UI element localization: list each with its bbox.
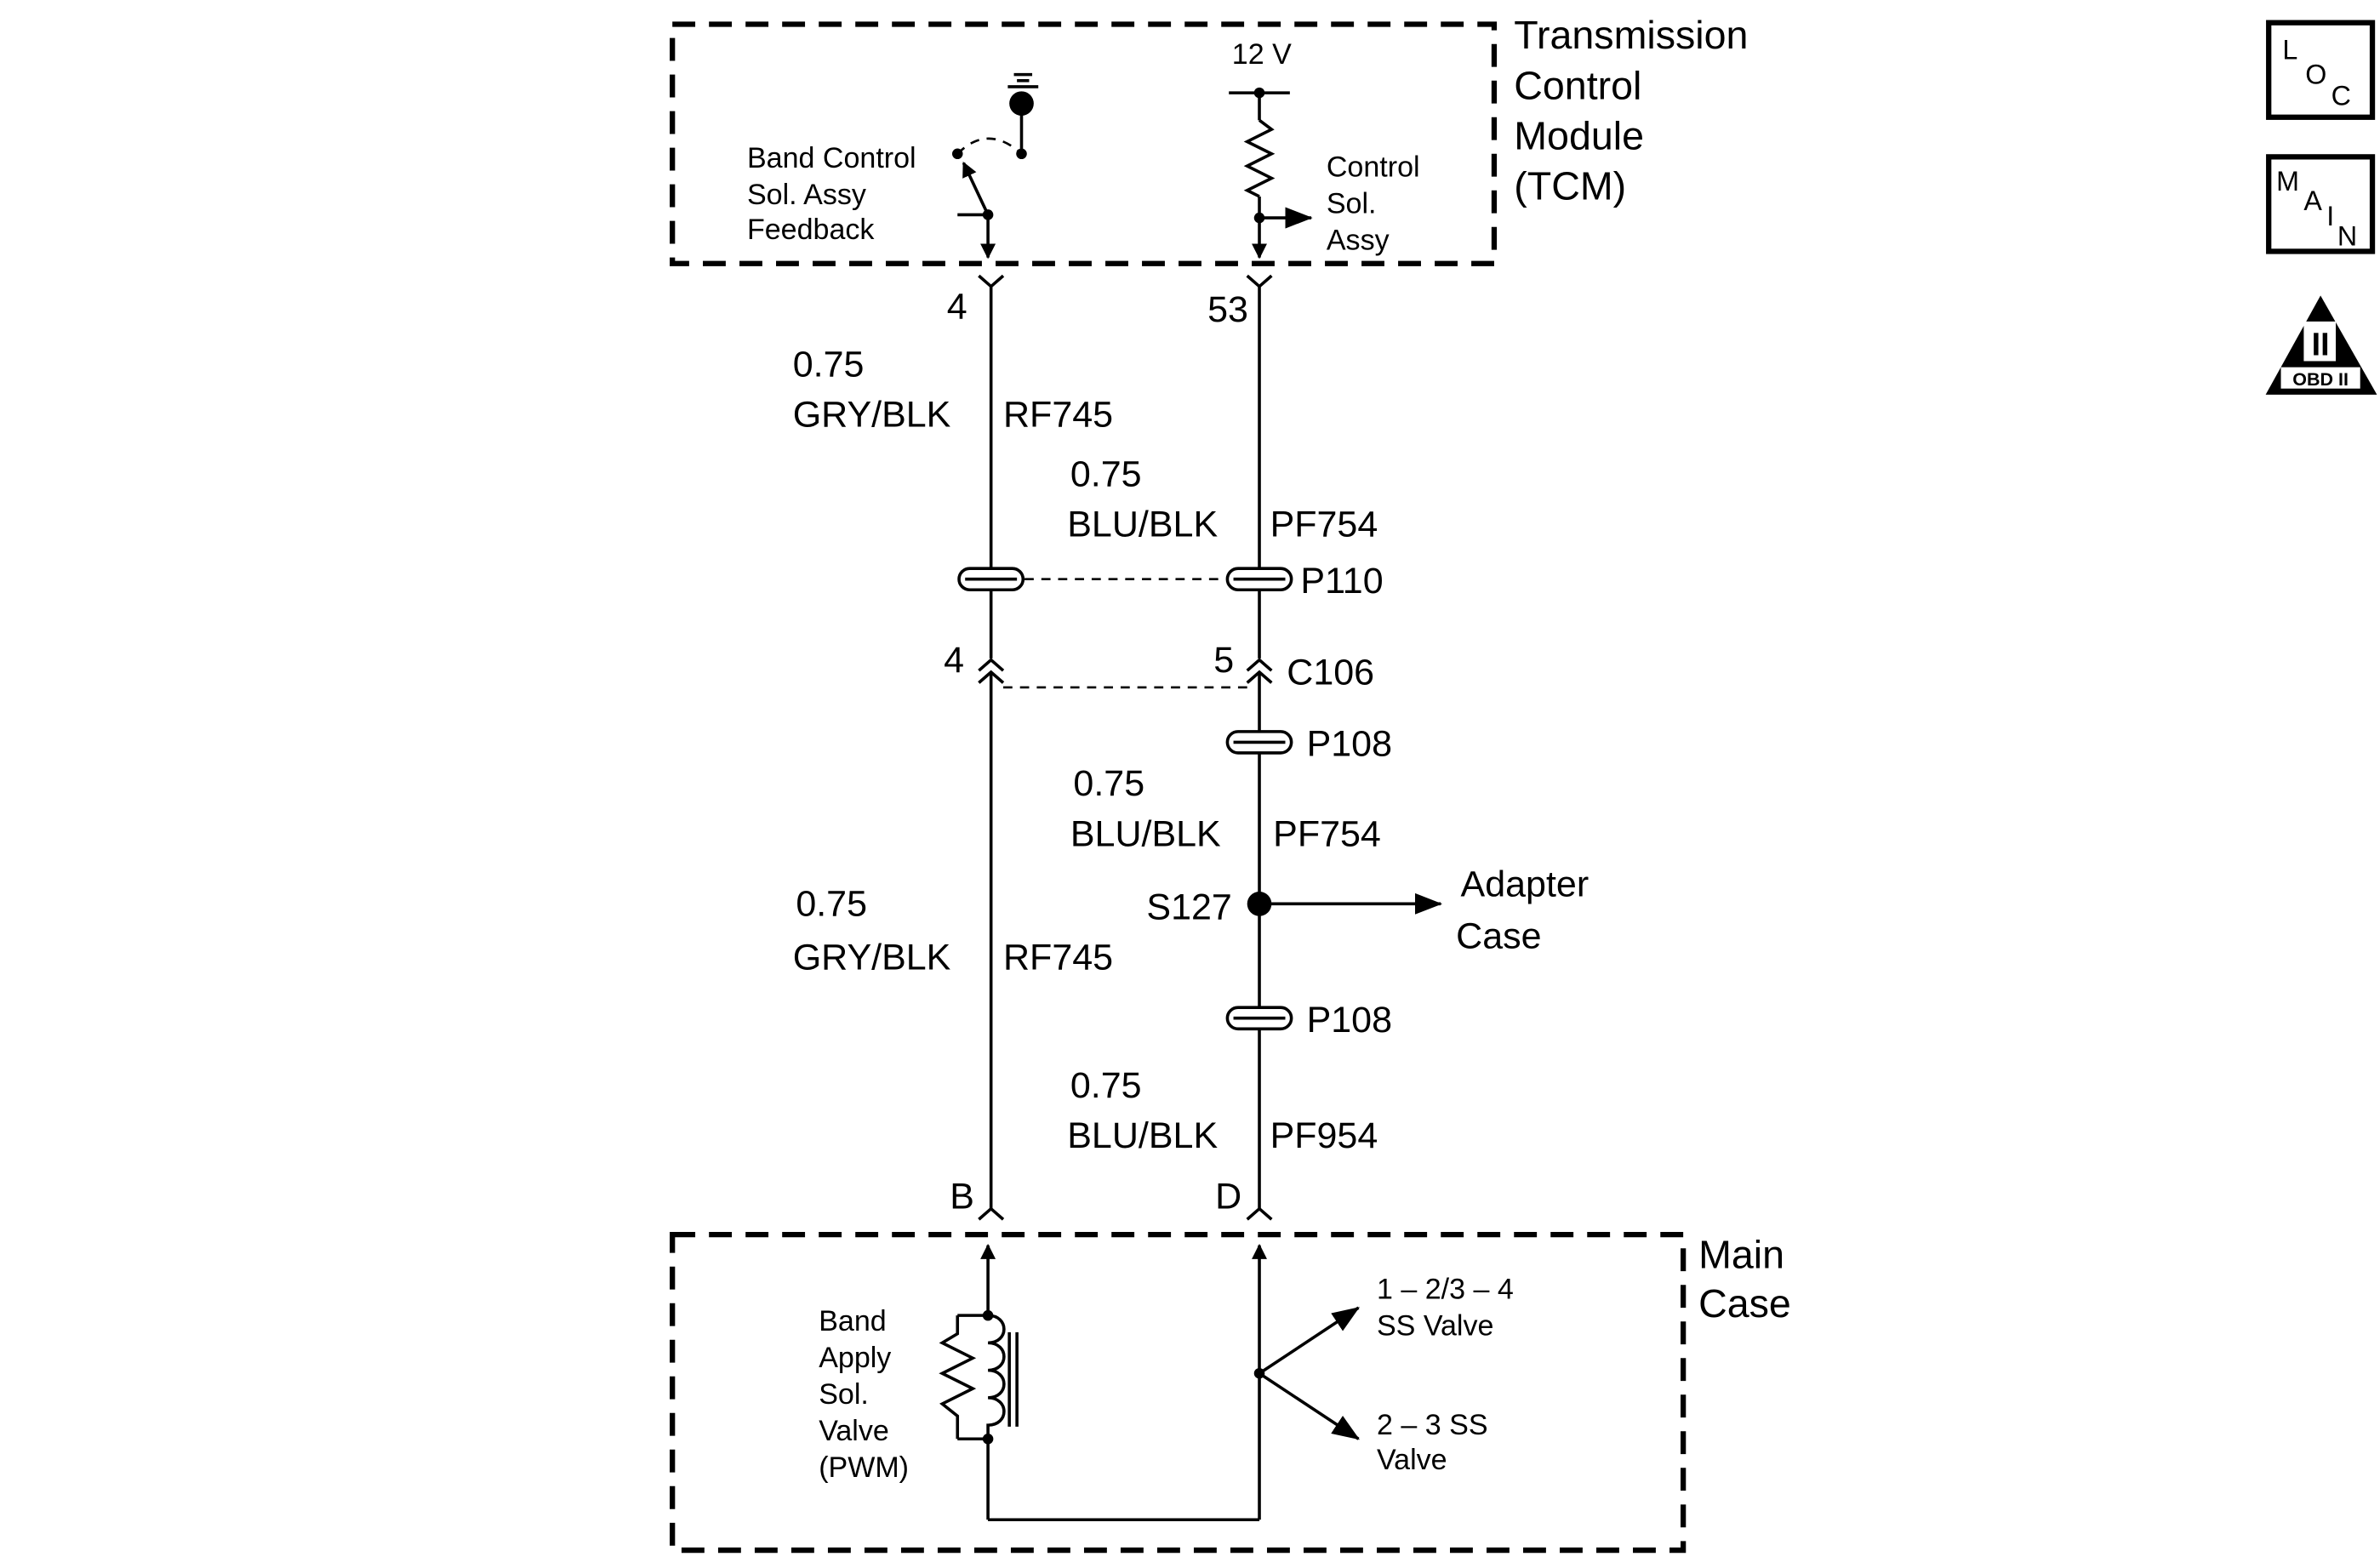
- p108-upper-clip-icon: [1225, 730, 1293, 755]
- p108-lower-connector: P108: [1225, 1000, 1392, 1041]
- p110-label: P110: [1300, 561, 1383, 602]
- p108-lower-clip-icon: [1225, 1006, 1293, 1031]
- p110-connector: P110: [957, 561, 1384, 602]
- tcm-name-line-4: (TCM): [1514, 164, 1626, 208]
- left-lower-color: GRY/BLK: [793, 937, 951, 978]
- obd-mark: II: [2312, 326, 2330, 362]
- switch-link: [956, 137, 1023, 155]
- case-left-pin: B: [950, 1177, 974, 1217]
- case-right-pin: D: [1215, 1177, 1241, 1217]
- right-lower-color: BLU/BLK: [1067, 1115, 1218, 1156]
- p110-left-clip-icon: [957, 567, 1025, 592]
- tcm-left-terminal-icon: [978, 274, 1005, 289]
- valve-1-arrow: [1258, 1306, 1360, 1375]
- splice-label: S127: [1146, 887, 1231, 927]
- band-apply-line-4: Valve: [819, 1415, 889, 1447]
- main-case-module: Main Case Band Apply Sol. Valve (PWM) 1 …: [670, 1232, 1791, 1554]
- obd-ii-icon[interactable]: II OBD II: [2265, 295, 2377, 395]
- obd-text-box: [2280, 367, 2360, 389]
- loc-letter-l: L: [2282, 35, 2297, 66]
- p108-upper-label: P108: [1307, 724, 1392, 765]
- c106-right-pin: 5: [1213, 640, 1234, 681]
- case-left-terminal-icon: [978, 1206, 1005, 1221]
- right-middle-color: BLU/BLK: [1070, 813, 1221, 854]
- valve-2-arrow: [1258, 1371, 1360, 1440]
- tcm-name-line-3: Module: [1514, 113, 1644, 157]
- main-letter-n: N: [2337, 220, 2357, 251]
- p108-upper-connector: P108: [1225, 724, 1392, 765]
- valve-1-line-2: SS Valve: [1377, 1309, 1493, 1342]
- right-circuit: 53 0.75 BLU/BLK PF754 5 0.75 BLU/BLK PF7…: [1067, 274, 1381, 1221]
- right-upper-circuit: PF754: [1270, 505, 1378, 545]
- p108-lower-label: P108: [1307, 1000, 1392, 1041]
- left-upper-circuit: RF745: [1003, 395, 1113, 436]
- switch-blade-arrow: [962, 161, 990, 216]
- main-letter-a: A: [2303, 185, 2322, 216]
- left-circuit: 4 0.75 GRY/BLK RF745 4 0.75 GRY/BLK RF74…: [793, 274, 1113, 1221]
- left-upper-gauge: 0.75: [793, 344, 865, 385]
- main-letter-m: M: [2276, 166, 2299, 197]
- right-middle-circuit: PF754: [1273, 813, 1381, 854]
- feedback-label-line-3: Feedback: [747, 214, 875, 246]
- tcm-name-line-2: Control: [1514, 63, 1641, 107]
- loc-icon[interactable]: L O C: [2266, 20, 2376, 120]
- band-apply-solenoid-icon: [939, 1309, 1019, 1445]
- tcm-right-terminal-icon: [1246, 274, 1273, 289]
- valve-2-line-1: 2 – 3 SS: [1377, 1409, 1488, 1441]
- main-letter-i: I: [2326, 201, 2334, 231]
- tcm-right-pin: 53: [1207, 289, 1248, 330]
- c106-label: C106: [1287, 652, 1374, 693]
- s127-splice: S127 Adapter Case: [1146, 864, 1589, 956]
- control-label-line-1: Control: [1327, 151, 1420, 184]
- control-label-line-3: Assy: [1327, 225, 1390, 257]
- loc-letter-o: O: [2305, 59, 2326, 89]
- supply-voltage-label: 12 V: [1232, 38, 1292, 71]
- tcm-name-line-1: Transmission: [1514, 13, 1748, 57]
- switch-pivot: [951, 148, 963, 160]
- left-lower-gauge: 0.75: [796, 884, 867, 925]
- c106-right-terminal-icon: [1246, 658, 1273, 672]
- pullup-resistor-icon: [1243, 118, 1276, 198]
- c106-left-pin: 4: [944, 640, 964, 681]
- supply-node: [1253, 87, 1265, 99]
- c106-left-terminal-icon: [978, 658, 1005, 672]
- right-upper-gauge: 0.75: [1070, 453, 1142, 494]
- right-upper-color: BLU/BLK: [1067, 505, 1218, 545]
- obd-mark-box: [2303, 321, 2337, 362]
- case-right-terminal-icon: [1246, 1206, 1273, 1221]
- feedback-label-line-1: Band Control: [747, 142, 916, 174]
- tcm-left-pin: 4: [947, 286, 967, 327]
- obd-text: OBD II: [2292, 369, 2349, 390]
- loc-letter-c: C: [2331, 80, 2351, 111]
- adapter-case-line-2: Case: [1456, 915, 1541, 956]
- feedback-label-line-2: Sol. Assy: [747, 179, 866, 211]
- control-driver: 12 V Control Sol. Assy: [1229, 38, 1420, 259]
- right-lower-circuit: PF954: [1270, 1115, 1378, 1156]
- control-label-line-2: Sol.: [1327, 188, 1377, 220]
- adapter-case-line-1: Adapter: [1461, 864, 1590, 904]
- band-apply-line-1: Band: [819, 1305, 886, 1337]
- band-apply-line-3: Sol.: [819, 1378, 869, 1411]
- tcm-module: Transmission Control Module (TCM) Band C…: [670, 13, 1748, 266]
- main-case-name-line-2: Case: [1698, 1281, 1791, 1326]
- main-case-name-line-1: Main: [1698, 1233, 1784, 1277]
- p110-right-clip-icon: [1225, 567, 1293, 592]
- valve-1-line-1: 1 – 2/3 – 4: [1377, 1273, 1514, 1305]
- left-lower-circuit: RF745: [1003, 937, 1113, 978]
- right-lower-gauge: 0.75: [1070, 1065, 1142, 1106]
- main-icon[interactable]: M A I N: [2266, 154, 2376, 254]
- main-case-boundary: [670, 1232, 1687, 1554]
- valve-2-line-2: Valve: [1377, 1444, 1447, 1476]
- c106-connector: C106: [1003, 652, 1374, 693]
- feedback-switch: Band Control Sol. Assy Feedback: [747, 72, 1039, 259]
- band-apply-line-2: Apply: [819, 1342, 891, 1374]
- tcm-boundary: [670, 21, 1498, 266]
- left-upper-color: GRY/BLK: [793, 395, 951, 436]
- right-middle-gauge: 0.75: [1073, 763, 1144, 804]
- band-apply-line-5: (PWM): [819, 1451, 909, 1484]
